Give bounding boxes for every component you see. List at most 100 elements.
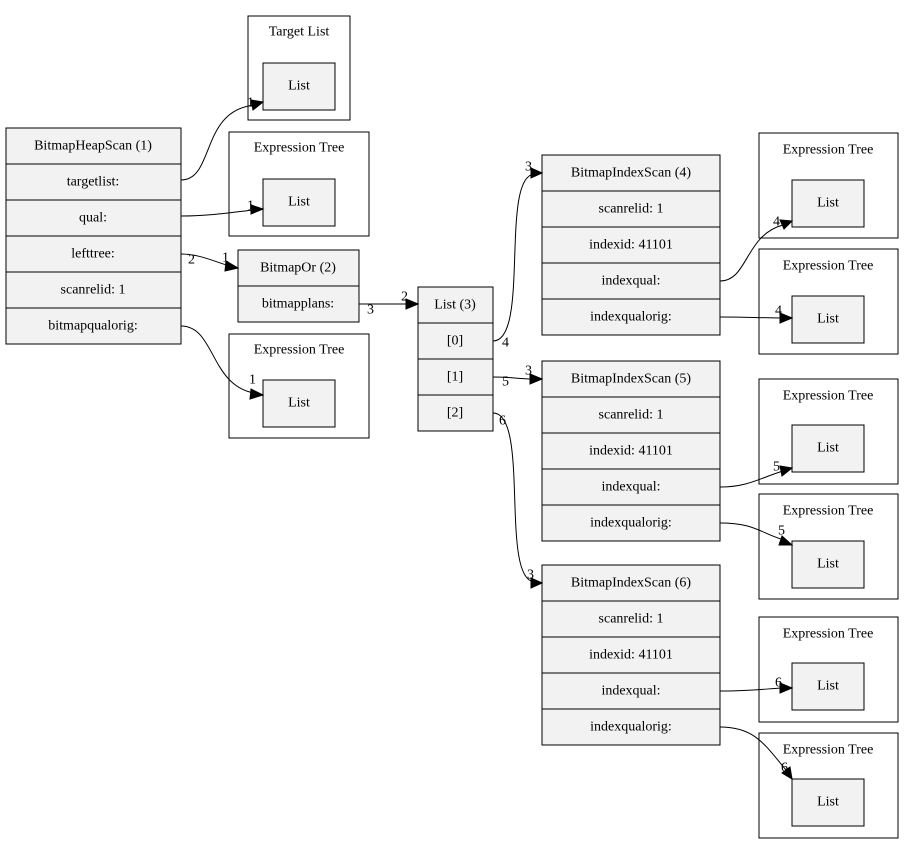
field-qual: qual: [79, 211, 107, 226]
cluster-expression-tree-qualorig: Expression Tree List [228, 333, 370, 439]
field-indexqualorig: indexqualorig: [590, 720, 672, 735]
cluster-expression-tree-qual: Expression Tree List [228, 131, 370, 237]
field-lefttree: lefttree: [71, 247, 115, 262]
port-label: 2 [401, 290, 408, 305]
arrowhead [779, 219, 794, 230]
node-title: BitmapIndexScan (4) [571, 166, 691, 181]
node-bitmap-index-scan-4: BitmapIndexScan (4) scanrelid: 1 indexid… [541, 154, 721, 336]
cluster-title: Expression Tree [783, 259, 874, 274]
node-title: List (3) [434, 298, 476, 313]
port-label: 3 [525, 364, 532, 379]
cluster-target-list: Target List List [247, 15, 351, 121]
cluster-title: Expression Tree [783, 627, 874, 642]
port-label: 5 [773, 460, 780, 475]
edge-bis5-indexqual [719, 470, 784, 488]
list-node-label: List [288, 195, 310, 210]
port-label: 1 [222, 251, 229, 266]
node-title: BitmapIndexScan (5) [571, 372, 691, 387]
arrowhead [249, 388, 265, 400]
port-label: 4 [773, 215, 780, 230]
list-node-label: List [288, 79, 310, 94]
port-label: 1 [247, 199, 254, 214]
edge-list-item-0 [492, 173, 535, 342]
port-label: 3 [367, 303, 374, 318]
port-label: 4 [502, 336, 509, 351]
edge-list-item-2 [492, 412, 535, 583]
field-indexid: indexid: 41101 [589, 648, 673, 663]
edge-bitmapqualorig [180, 325, 255, 394]
field-bitmapqualorig: bitmapqualorig: [48, 319, 137, 334]
field-scanrelid: scanrelid: 1 [61, 283, 126, 298]
cluster-title: Target List [269, 25, 330, 40]
edges [180, 99, 794, 780]
list-node-label: List [817, 557, 839, 572]
cluster-expression-tree-6a: Expression Tree List [758, 616, 899, 723]
list-node-label: List [817, 679, 839, 694]
cluster-title: Expression Tree [783, 143, 874, 158]
cluster-expression-tree-4b: Expression Tree List [758, 248, 899, 355]
field-indexid: indexid: 41101 [589, 238, 673, 253]
list-item-0: [0] [447, 334, 463, 349]
node-title: BitmapIndexScan (6) [571, 576, 691, 591]
node-list-3: List (3) [0] [1] [2] [417, 286, 494, 432]
field-indexid: indexid: 41101 [589, 444, 673, 459]
cluster-expression-tree-5b: Expression Tree List [758, 493, 899, 600]
cluster-expression-tree-5a: Expression Tree List [758, 378, 899, 485]
node-bitmap-index-scan-6: BitmapIndexScan (6) scanrelid: 1 indexid… [541, 564, 721, 746]
edge-bis6-indexqual [719, 687, 783, 692]
field-indexqual: indexqual: [601, 480, 660, 495]
list-item-1: [1] [447, 370, 463, 385]
field-indexqual: indexqual: [601, 684, 660, 699]
cluster-title: Expression Tree [254, 343, 345, 358]
arrowhead [779, 682, 794, 694]
arrowhead [778, 535, 794, 546]
edge-bis5-indexqualorig [719, 522, 785, 541]
edge-list-item-1 [492, 376, 533, 380]
arrowhead [779, 465, 794, 477]
list-node-label: List [817, 441, 839, 456]
list-item-2: [2] [447, 406, 463, 421]
node-bitmap-heap-scan: BitmapHeapScan (1) targetlist: qual: lef… [5, 127, 182, 345]
edge-qual [180, 209, 254, 217]
node-title: BitmapOr (2) [260, 261, 336, 276]
field-targetlist: targetlist: [67, 175, 120, 190]
field-indexqual: indexqual: [601, 274, 660, 289]
port-label: 5 [778, 524, 785, 539]
field-bitmapplans: bitmapplans: [262, 297, 334, 312]
port-label: 1 [249, 373, 256, 388]
port-label: 3 [525, 160, 532, 175]
port-labels: 1 1 2 1 1 3 2 3 4 5 3 6 3 4 4 5 5 6 6 [188, 96, 788, 776]
edge-bis6-indexqualorig [719, 726, 787, 771]
edge-targetlist [180, 104, 256, 181]
node-title: BitmapHeapScan (1) [34, 139, 152, 154]
port-label: 4 [775, 304, 782, 319]
edge-bis4-indexqual [719, 224, 784, 282]
cluster-expression-tree-6b: Expression Tree List [758, 732, 899, 839]
arrowhead [781, 766, 793, 780]
edge-bis4-indexqualorig [719, 316, 783, 319]
list-node-label: List [288, 396, 310, 411]
port-label: 3 [527, 568, 534, 583]
port-label: 6 [775, 676, 782, 691]
list-node-label: List [817, 795, 839, 810]
field-scanrelid: scanrelid: 1 [599, 612, 664, 627]
arrowhead [529, 373, 544, 385]
cluster-title: Expression Tree [783, 743, 874, 758]
arrowhead [779, 312, 794, 324]
cluster-title: Expression Tree [783, 504, 874, 519]
node-bitmap-or: BitmapOr (2) bitmapplans: [237, 249, 360, 323]
arrowhead [250, 204, 265, 215]
arrowhead [530, 167, 544, 179]
field-scanrelid: scanrelid: 1 [599, 202, 664, 217]
cluster-title: Expression Tree [783, 389, 874, 404]
arrowhead [224, 260, 240, 272]
arrowhead [530, 577, 544, 589]
port-label: 6 [499, 414, 506, 429]
list-node-label: List [817, 312, 839, 327]
port-label: 2 [188, 253, 195, 268]
cluster-title: Expression Tree [254, 141, 345, 156]
port-label: 1 [247, 96, 254, 111]
list-node-label: List [817, 196, 839, 211]
